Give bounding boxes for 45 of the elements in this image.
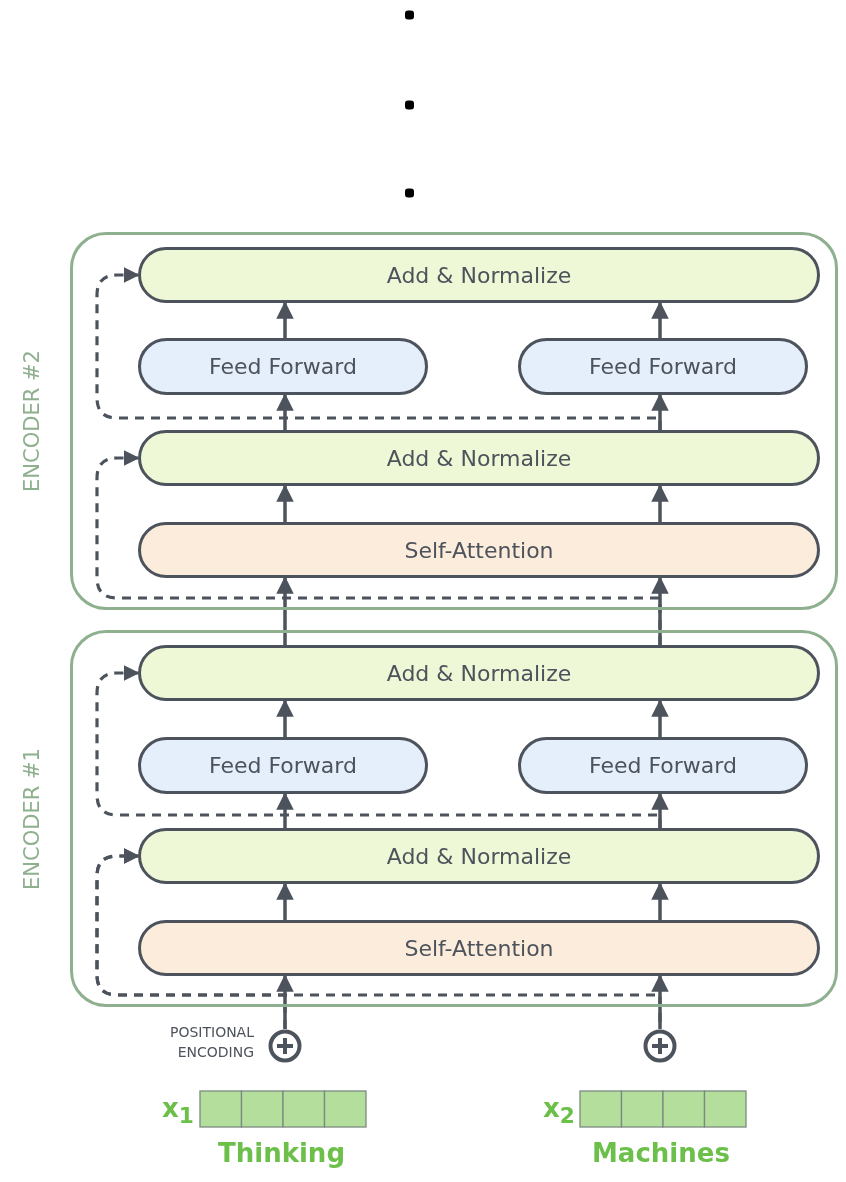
plus-circle-icon [643, 1029, 677, 1063]
arrow [276, 974, 294, 1029]
encoder-label: ENCODER #2 [19, 350, 44, 492]
layer-box [138, 338, 428, 395]
layer-name: Add & Normalize [386, 660, 572, 686]
layer-name: Feed Forward [209, 753, 357, 778]
layer-name: Self-Attention [404, 935, 554, 961]
arrow [276, 576, 294, 645]
arrow [651, 882, 669, 920]
layer-box [138, 430, 820, 486]
arrow [276, 393, 294, 430]
arrow [651, 393, 669, 430]
arrow [651, 792, 669, 828]
arrow [276, 301, 294, 338]
positional-encoding-label: POSITIONAL ENCODING [168, 1023, 254, 1062]
layer-box [138, 645, 820, 701]
layer-box [138, 828, 820, 884]
layer-name: Add & Normalize [386, 445, 572, 471]
plus-circle-icon [268, 1029, 302, 1063]
word-label: Thinking [218, 1138, 345, 1168]
vector-label: x$_{2}$ [543, 1093, 575, 1129]
word-label: Machines [592, 1138, 730, 1168]
layer-name: Add & Normalize [386, 262, 572, 288]
arrow [651, 699, 669, 737]
arrow [276, 882, 294, 920]
layer-box [518, 737, 808, 794]
layer-name: Self-Attention [404, 537, 554, 563]
arrow [651, 301, 669, 338]
arrow [651, 484, 669, 522]
encoder-label: ENCODER #1 [19, 747, 44, 890]
layer-box [138, 247, 820, 303]
arrow [276, 792, 294, 828]
layer-box [138, 920, 820, 976]
arrow [651, 974, 669, 1029]
arrow [651, 576, 669, 645]
layer-name: Feed Forward [589, 753, 737, 778]
layer-box [138, 737, 428, 794]
layer-name: Feed Forward [589, 354, 737, 379]
layer-box [138, 522, 820, 578]
arrow [276, 484, 294, 522]
layer-box [518, 338, 808, 395]
arrow [276, 699, 294, 737]
layer-name: Feed Forward [209, 354, 357, 379]
vector-label: x$_{1}$ [162, 1093, 194, 1129]
layer-name: Add & Normalize [386, 843, 572, 869]
